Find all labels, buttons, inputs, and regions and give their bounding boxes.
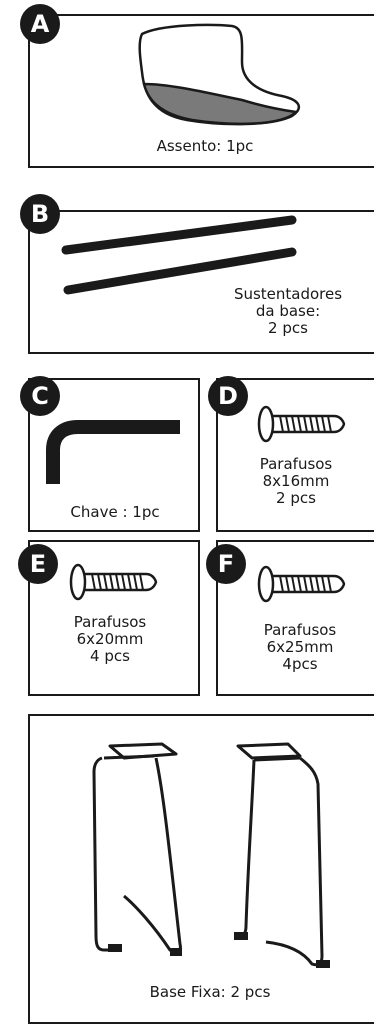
label-part-d-line-1: Parafusos [259, 455, 333, 473]
label-part-e-line-3: 4 pcs [90, 647, 130, 665]
label-part-f-line-2: 6x25mm [266, 638, 334, 656]
screw-icon [257, 405, 346, 443]
badge-part-e: E [18, 544, 58, 584]
label-part-f: Parafusos 6x25mm 4pcs [240, 622, 360, 673]
label-part-f-line-1: Parafusos [263, 621, 337, 639]
screw-icon [257, 565, 346, 603]
label-base-legs-line-1: Base Fixa: 2 pcs [149, 983, 271, 1001]
allen-key-icon [46, 420, 180, 484]
badge-part-c: C [20, 376, 60, 416]
label-part-d-line-3: 2 pcs [276, 489, 316, 507]
label-base-legs: Base Fixa: 2 pcs [120, 984, 300, 1001]
label-part-d-line-2: 8x16mm [262, 472, 330, 490]
seat-icon [138, 23, 301, 126]
badge-part-f: F [206, 544, 246, 584]
label-part-e-line-1: Parafusos [73, 613, 147, 631]
base-legs-icon [92, 742, 330, 968]
label-part-b-line-2: da base: [255, 302, 321, 320]
base-leg-right [234, 742, 324, 967]
label-part-b: Sustentadores da base: 2 pcs [228, 286, 348, 337]
panel-base-legs [28, 714, 374, 1024]
label-part-e: Parafusos 6x20mm 4 pcs [50, 614, 170, 665]
badge-part-b: B [20, 194, 60, 234]
base-leg-left [92, 742, 182, 954]
label-part-a-line-1: Assento: 1pc [156, 137, 254, 155]
label-part-b-line-1: Sustentadores [233, 285, 343, 303]
screw-icon [69, 563, 158, 601]
label-part-e-line-2: 6x20mm [76, 630, 144, 648]
label-part-b-line-3: 2 pcs [268, 319, 308, 337]
badge-part-d: D [208, 376, 248, 416]
label-part-d: Parafusos 8x16mm 2 pcs [236, 456, 356, 507]
label-part-c-line-1: Chave : 1pc [70, 503, 160, 521]
support-rods-icon [61, 215, 297, 295]
label-part-c: Chave : 1pc [40, 504, 190, 521]
label-part-a: Assento: 1pc [130, 138, 280, 155]
badge-part-a: A [20, 4, 60, 44]
label-part-f-line-3: 4pcs [282, 655, 318, 673]
